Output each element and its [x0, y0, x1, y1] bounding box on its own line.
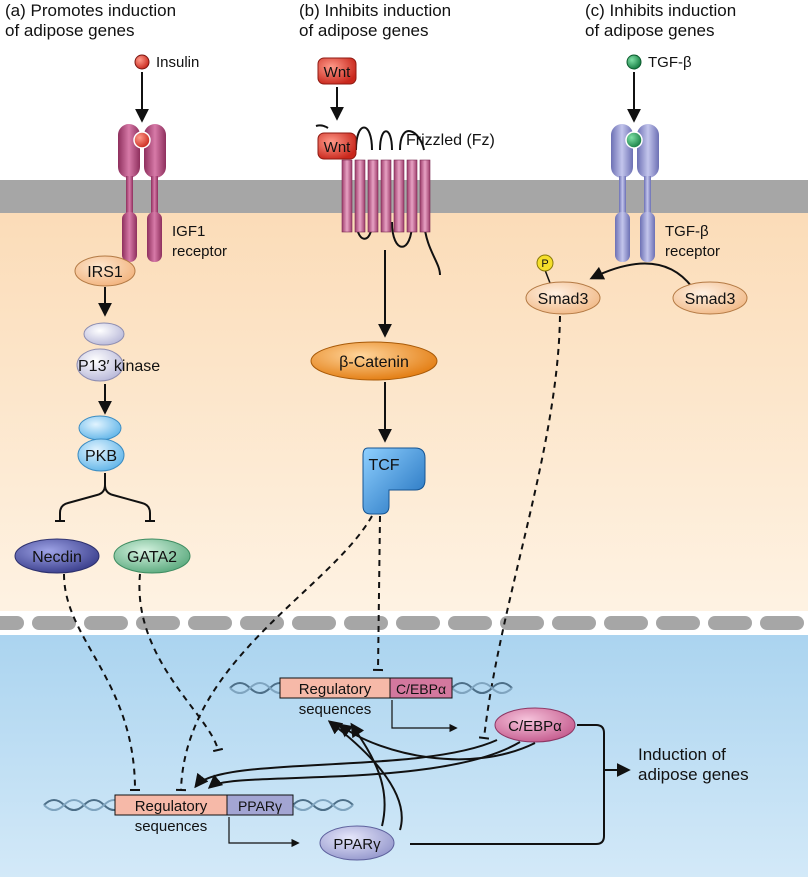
- tgfb-receptor-label-line1: TGF-β: [665, 223, 709, 240]
- phospho-link: [544, 269, 551, 284]
- panel-a-title-line2: of adipose genes: [5, 21, 135, 40]
- smad3-inhibits-cebpa-protein: [478, 315, 561, 740]
- igf1-receptor-label-line2: receptor: [172, 243, 227, 260]
- ppary-sequences-label: sequences: [135, 818, 208, 835]
- igf1-receptor: [118, 124, 166, 262]
- induction-label-line1: Induction of: [638, 745, 726, 764]
- frizzled-receptor: [315, 124, 441, 276]
- tcf-node: [362, 447, 426, 515]
- phospho-label: P: [541, 258, 548, 270]
- wnt-ligand-label: Wnt: [324, 64, 352, 81]
- tcf-inhibits-ppary-regulatory: [175, 515, 373, 792]
- gata2-node: [113, 538, 191, 574]
- necdin-label: Necdin: [32, 549, 82, 566]
- nuclear-envelope: [0, 611, 808, 635]
- ppary-activates-cebpa-arrow-2: [327, 720, 403, 831]
- nucleus: [0, 623, 808, 877]
- irs1-node: [74, 255, 136, 287]
- pkb-label: PKB: [85, 448, 117, 465]
- smad3-activation-arrow: [589, 262, 693, 288]
- insulin-ligand-icon: [134, 54, 150, 70]
- irs1-label: IRS1: [87, 264, 123, 281]
- cebpa-regulatory-label: Regulatory: [299, 681, 372, 698]
- ppary-regulatory-label: Regulatory: [135, 798, 208, 815]
- insulin-label: Insulin: [156, 54, 199, 71]
- phospho-group-icon: [536, 254, 554, 272]
- cebpa-protein-node: [494, 707, 576, 743]
- smad3-active-node: [525, 281, 601, 315]
- panel-c-title-line1: (c) Inhibits induction: [585, 1, 736, 20]
- tcf-inhibits-cebpa-regulatory: [372, 515, 384, 672]
- panel-b-title-line1: (b) Inhibits induction: [299, 1, 451, 20]
- pkb-node: [77, 415, 125, 472]
- ppary-gene-label: PPARγ: [238, 798, 282, 814]
- panel-c-title-line2: of adipose genes: [585, 21, 715, 40]
- necdin-node: [14, 538, 100, 574]
- ppary-gene-box: [226, 794, 294, 816]
- necdin-inhibits-ppary-regulatory: [63, 573, 141, 792]
- cebpa-gene-label: C/EBPα: [396, 681, 446, 697]
- panel-b-title-line2: of adipose genes: [299, 21, 429, 40]
- pi3k-label: P13′ kinase: [78, 358, 160, 375]
- igf1-receptor-label-line1: IGF1: [172, 223, 205, 240]
- ppary-transcription-arrow: [228, 817, 300, 848]
- pi3k-node: [76, 322, 125, 382]
- cebpa-sequences-label: sequences: [299, 701, 372, 718]
- smad3-inactive-node: [672, 281, 748, 315]
- tgfb-receptor-label-line2: receptor: [665, 243, 720, 260]
- tgfb-label: TGF-β: [648, 54, 692, 71]
- cebpa-gene-box: [389, 677, 453, 699]
- ppary-dna-helix: [43, 799, 354, 811]
- panel-a-title-line1: (a) Promotes induction: [5, 1, 176, 20]
- cebpa-protein-label: C/EBPα: [508, 718, 562, 735]
- cebpa-output-branch: [410, 724, 605, 845]
- tgfb-ligand-icon: [626, 54, 642, 70]
- induction-label-line2: adipose genes: [638, 765, 749, 784]
- gata2-label: GATA2: [127, 549, 177, 566]
- beta-catenin-label: β-Catenin: [339, 354, 409, 371]
- pkb-inhibits-gata2: [104, 484, 155, 522]
- wnt-bound-label: Wnt: [324, 139, 352, 156]
- ppary-activates-cebpa-arrow-1: [350, 722, 386, 827]
- cebpa-transcription-arrow: [391, 700, 458, 733]
- beta-catenin-node: [310, 341, 438, 381]
- tgfb-receptor: [611, 124, 659, 262]
- frizzled-label: Frizzled (Fz): [406, 132, 495, 149]
- gata2-inhibits-ppary-regulatory: [138, 573, 224, 753]
- wnt-ligand: [317, 57, 357, 85]
- ppary-protein-label: PPARγ: [333, 836, 381, 853]
- smad3-active-label: Smad3: [538, 291, 589, 308]
- tcf-label: TCF: [368, 457, 399, 474]
- ppary-protein-node: [319, 825, 395, 861]
- smad3-inactive-label: Smad3: [685, 291, 736, 308]
